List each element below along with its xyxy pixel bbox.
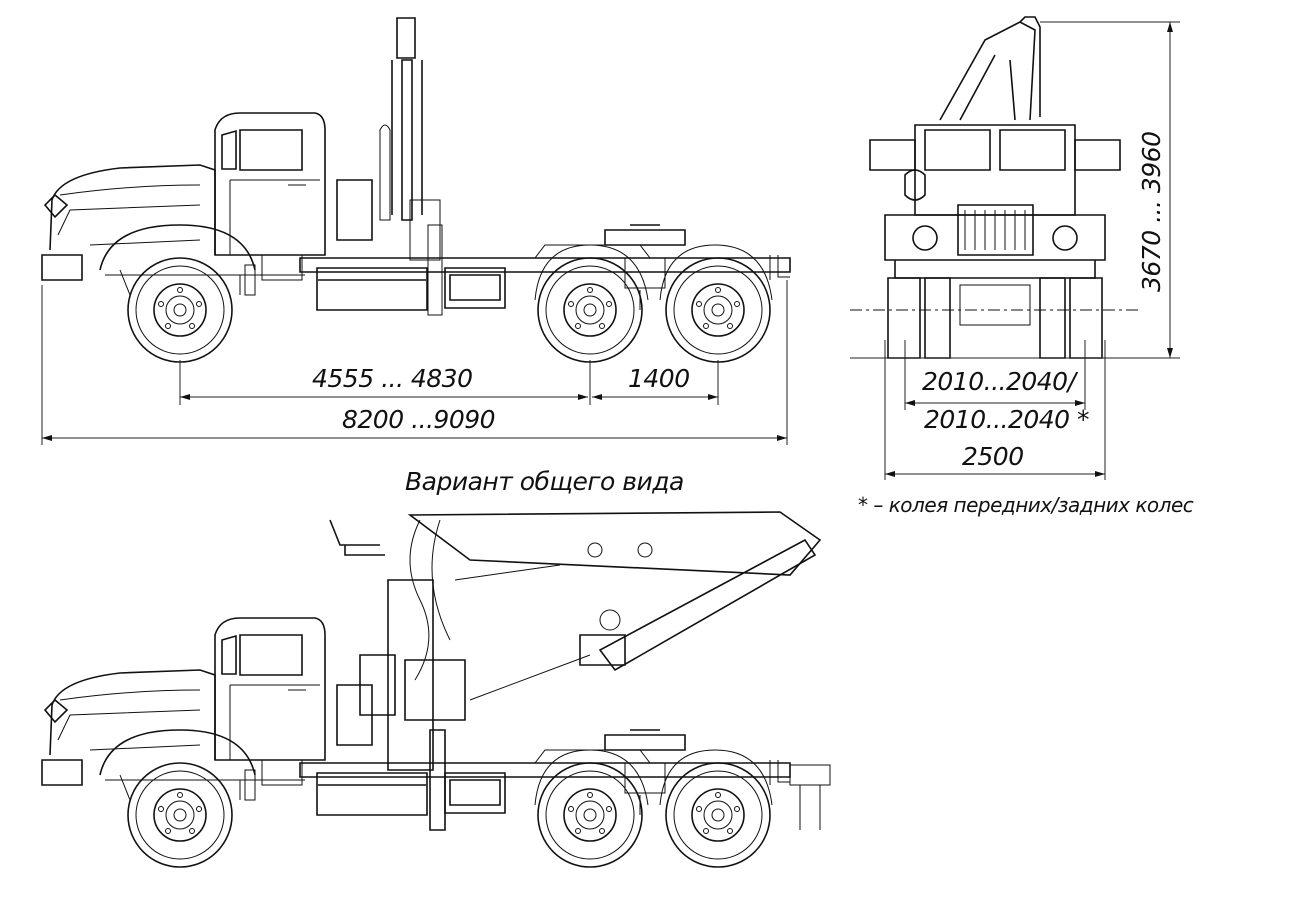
overall-length-dimension: 8200 ...9090 xyxy=(342,405,495,434)
track-footnote: * – колея передних/задних колес xyxy=(858,493,1194,517)
height-dimension: 3670 ... 3960 xyxy=(1137,132,1166,292)
front-view-truck xyxy=(850,16,1140,359)
side-view-dimensions: 4555 ... 4830 1400 8200 ...9090 xyxy=(41,280,788,445)
front-track-dimension: 2010...2040/ xyxy=(922,367,1079,396)
rear-track-dimension: 2010...2040 * xyxy=(924,405,1089,434)
crane-variant-truck xyxy=(42,511,831,867)
variant-caption: Вариант общего вида xyxy=(405,467,684,496)
front-view-dimensions: 3670 ... 3960 2010...2040/ 2010...2040 *… xyxy=(850,21,1194,517)
bogie-dimension: 1400 xyxy=(628,364,690,393)
width-dimension: 2500 xyxy=(962,442,1024,471)
side-view-truck xyxy=(42,17,790,362)
wheelbase-dimension: 4555 ... 4830 xyxy=(312,364,472,393)
